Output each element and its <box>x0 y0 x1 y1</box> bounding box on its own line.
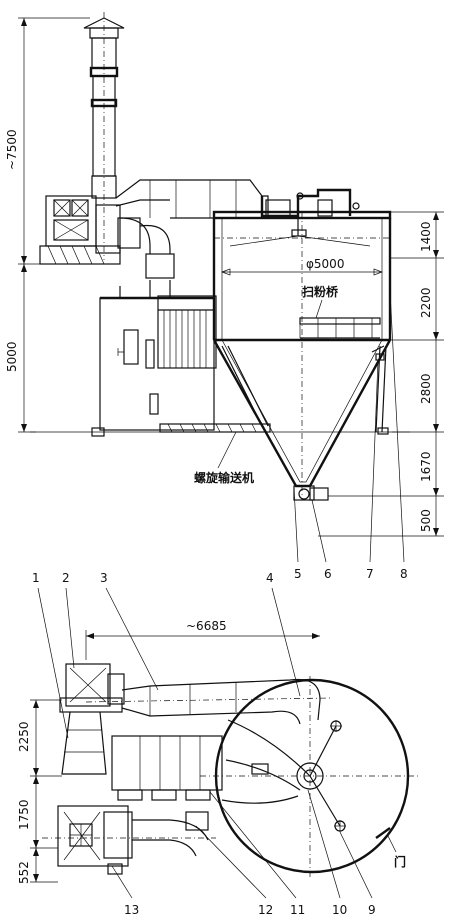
plan-tower-circle: 门 <box>200 676 420 880</box>
exhaust-stack <box>83 12 125 260</box>
screw-conveyor: 螺旋输送机 <box>30 423 410 485</box>
callout-1: 1 <box>32 571 40 585</box>
plan-callouts-top: 1 2 3 4 <box>32 571 301 739</box>
dim-1670: 1670 <box>419 451 433 482</box>
dim-2250: 2250 <box>17 721 31 752</box>
front-left-dimensions: ~7500 5000 <box>5 17 90 433</box>
callout-13: 13 <box>124 903 139 917</box>
callout-6: 6 <box>324 567 332 581</box>
plan-fan-assembly <box>59 663 125 775</box>
plan-filter-block <box>111 735 223 801</box>
callout-2: 2 <box>62 571 70 585</box>
front-right-dimensions: 1400 2200 2800 1670 500 <box>318 211 444 537</box>
air-duct <box>115 179 269 279</box>
bag-filter-housing <box>99 280 217 431</box>
door-label: 门 <box>394 854 406 869</box>
dim-total-height: ~7500 <box>5 129 19 170</box>
plan-callouts-bottom: 13 12 11 10 9 <box>111 789 376 917</box>
platform-label: 扫粉桥 <box>302 284 339 299</box>
callout-12: 12 <box>258 903 273 917</box>
dim-2800: 2800 <box>419 373 433 404</box>
callout-11: 11 <box>290 903 305 917</box>
callout-8: 8 <box>400 567 408 581</box>
sweeping-bridge: 扫粉桥 <box>299 284 381 339</box>
callout-4: 4 <box>266 571 274 585</box>
support-legs <box>221 345 389 435</box>
plan-view: 1 2 3 4 ~6685 <box>17 571 420 917</box>
front-callouts: 5 6 7 8 <box>293 289 408 581</box>
fan-motor-assembly <box>39 195 121 265</box>
front-view: φ5000 扫粉桥 <box>5 12 444 581</box>
dim-1400: 1400 <box>419 221 433 252</box>
dim-width: ~6685 <box>186 619 227 633</box>
callout-9: 9 <box>368 903 376 917</box>
dim-2200: 2200 <box>419 287 433 318</box>
diameter-label: φ5000 <box>306 257 344 271</box>
plan-left-dimensions: 2250 1750 552 <box>17 699 62 884</box>
drying-tower-cylinder: φ5000 <box>212 210 392 500</box>
callout-3: 3 <box>100 571 108 585</box>
plan-lower-fan <box>42 805 216 875</box>
dim-552: 552 <box>17 861 31 884</box>
dim-lower-height: 5000 <box>5 341 19 372</box>
callout-5: 5 <box>294 567 302 581</box>
screw-conveyor-label: 螺旋输送机 <box>194 470 254 485</box>
dim-1750: 1750 <box>17 799 31 830</box>
dim-500: 500 <box>419 509 433 532</box>
callout-7: 7 <box>366 567 374 581</box>
callout-10: 10 <box>332 903 347 917</box>
plan-width-dimension: ~6685 <box>85 619 320 660</box>
tower-top-hood <box>260 188 360 237</box>
plan-duct <box>85 678 331 725</box>
